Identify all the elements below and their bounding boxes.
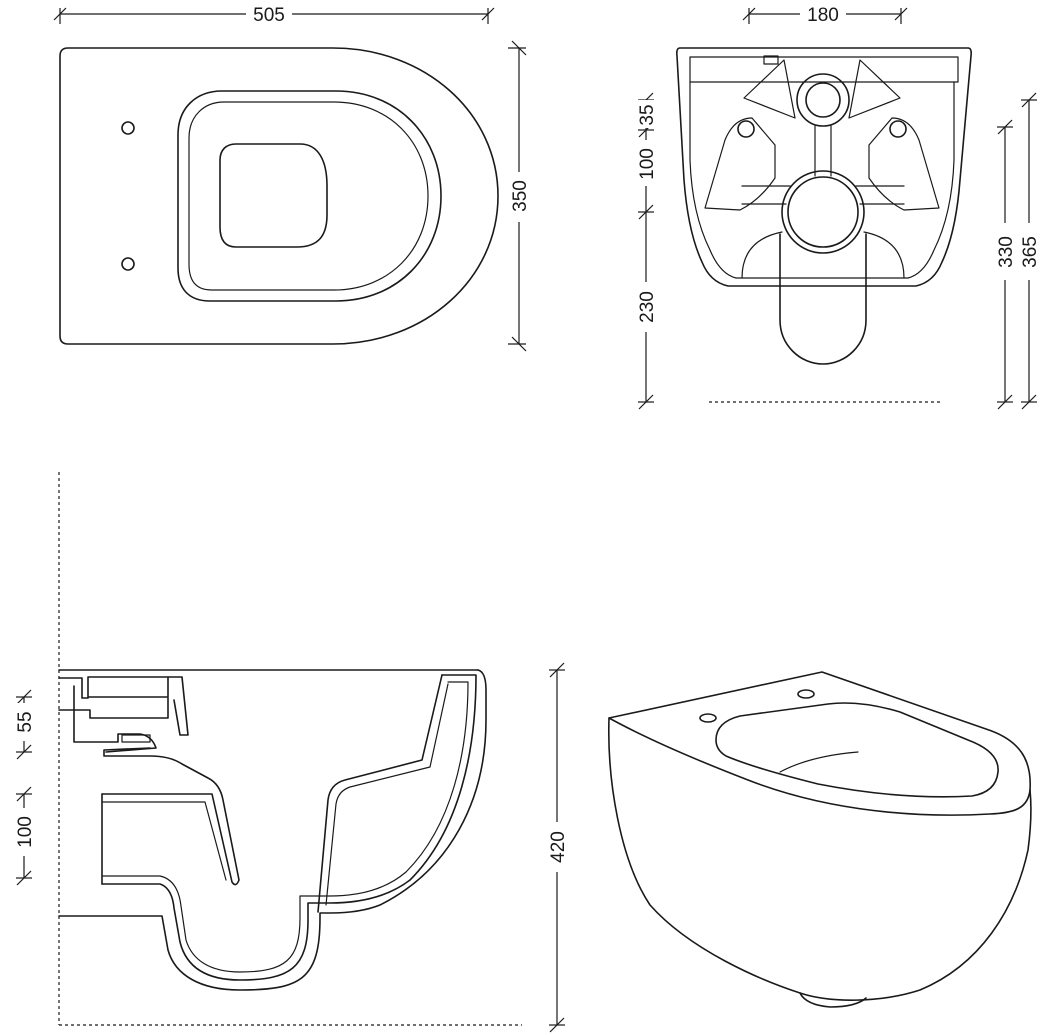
- dim-side-55: 55: [13, 689, 36, 760]
- rear-view-right-bolt: [889, 120, 907, 138]
- dim-top-depth-label: 350: [510, 180, 531, 212]
- dim-front-365-label: 365: [1020, 236, 1041, 268]
- rear-view-outlet-outer: [781, 170, 865, 254]
- perspective-view: [608, 671, 1032, 1008]
- rear-view: [676, 47, 972, 403]
- dim-top-depth: 350: [508, 40, 531, 352]
- rear-view-triangle-right: [848, 59, 901, 119]
- rear-view-outlet-pipe: [779, 233, 867, 365]
- rear-view-level-marker: [763, 55, 779, 65]
- rear-view-outline: [676, 47, 972, 287]
- top-view-rim-inner: [188, 101, 429, 291]
- top-view: [59, 47, 499, 345]
- rear-view-arch-right: [863, 231, 905, 279]
- rear-view-inner-frame: [689, 81, 955, 279]
- side-front-wall-inner: [325, 683, 449, 906]
- perspective-rim: [715, 702, 999, 798]
- rear-view-inlet-outer: [796, 73, 850, 127]
- dim-front-100-label: 100: [637, 148, 658, 180]
- side-front-wall: [317, 674, 443, 913]
- dim-top-width: 505: [53, 5, 495, 26]
- side-inner-bowl-2: [101, 681, 469, 973]
- top-view-mount-hole-lower: [121, 257, 135, 271]
- rear-view-triangle-left: [743, 59, 796, 119]
- rear-view-inlet-inner: [805, 82, 841, 118]
- perspective-top-surface: [608, 671, 1031, 816]
- side-flush-channel: [73, 685, 157, 753]
- perspective-hole-right: [797, 689, 815, 699]
- side-trap: [101, 747, 240, 886]
- top-view-bowl: [219, 143, 328, 248]
- dim-outlet-width-label: 180: [807, 5, 839, 26]
- rear-view-arch-left: [741, 231, 783, 279]
- rear-view-spine: [814, 125, 832, 177]
- dim-outlet-width: 180: [742, 5, 908, 26]
- side-trap-lower: [101, 801, 227, 881]
- side-flush-slot: [121, 734, 151, 743]
- dim-front-330-label: 330: [996, 236, 1017, 268]
- dim-side-55-label: 55: [15, 711, 36, 732]
- dim-side-100: 100: [13, 786, 36, 886]
- top-view-outline: [59, 47, 499, 345]
- dim-front-230-label: 230: [637, 291, 658, 323]
- dim-front-left-stack: 35 100 230: [635, 92, 658, 410]
- dim-side-100-label: 100: [15, 816, 36, 848]
- side-inner-bowl: [101, 674, 477, 981]
- rear-view-top-slot: [689, 56, 959, 83]
- top-view-mount-hole-upper: [121, 121, 135, 135]
- dim-top-width-label: 505: [253, 5, 285, 26]
- rear-view-cross-ribs: [741, 185, 905, 205]
- side-section-view: [58, 472, 522, 1026]
- dim-front-330: 330: [996, 119, 1017, 410]
- dim-front-35-label: 35: [637, 104, 658, 125]
- perspective-body: [608, 717, 1032, 1001]
- perspective-hole-left: [699, 713, 717, 723]
- rear-view-left-wing: [704, 117, 776, 211]
- side-rear-upright: [167, 676, 189, 736]
- rear-view-left-bolt: [737, 120, 755, 138]
- dim-side-420-label: 420: [548, 831, 569, 863]
- dim-side-420: 420: [548, 662, 569, 1033]
- rear-view-right-wing: [868, 117, 940, 211]
- rear-view-outlet-inner: [787, 176, 859, 248]
- side-outer-shell: [58, 669, 487, 991]
- perspective-bowl-line: [779, 751, 859, 773]
- dim-front-365: 365: [1020, 92, 1041, 410]
- top-view-rim: [177, 90, 442, 302]
- side-top-chamber: [58, 676, 169, 719]
- perspective-outlet: [799, 992, 867, 1008]
